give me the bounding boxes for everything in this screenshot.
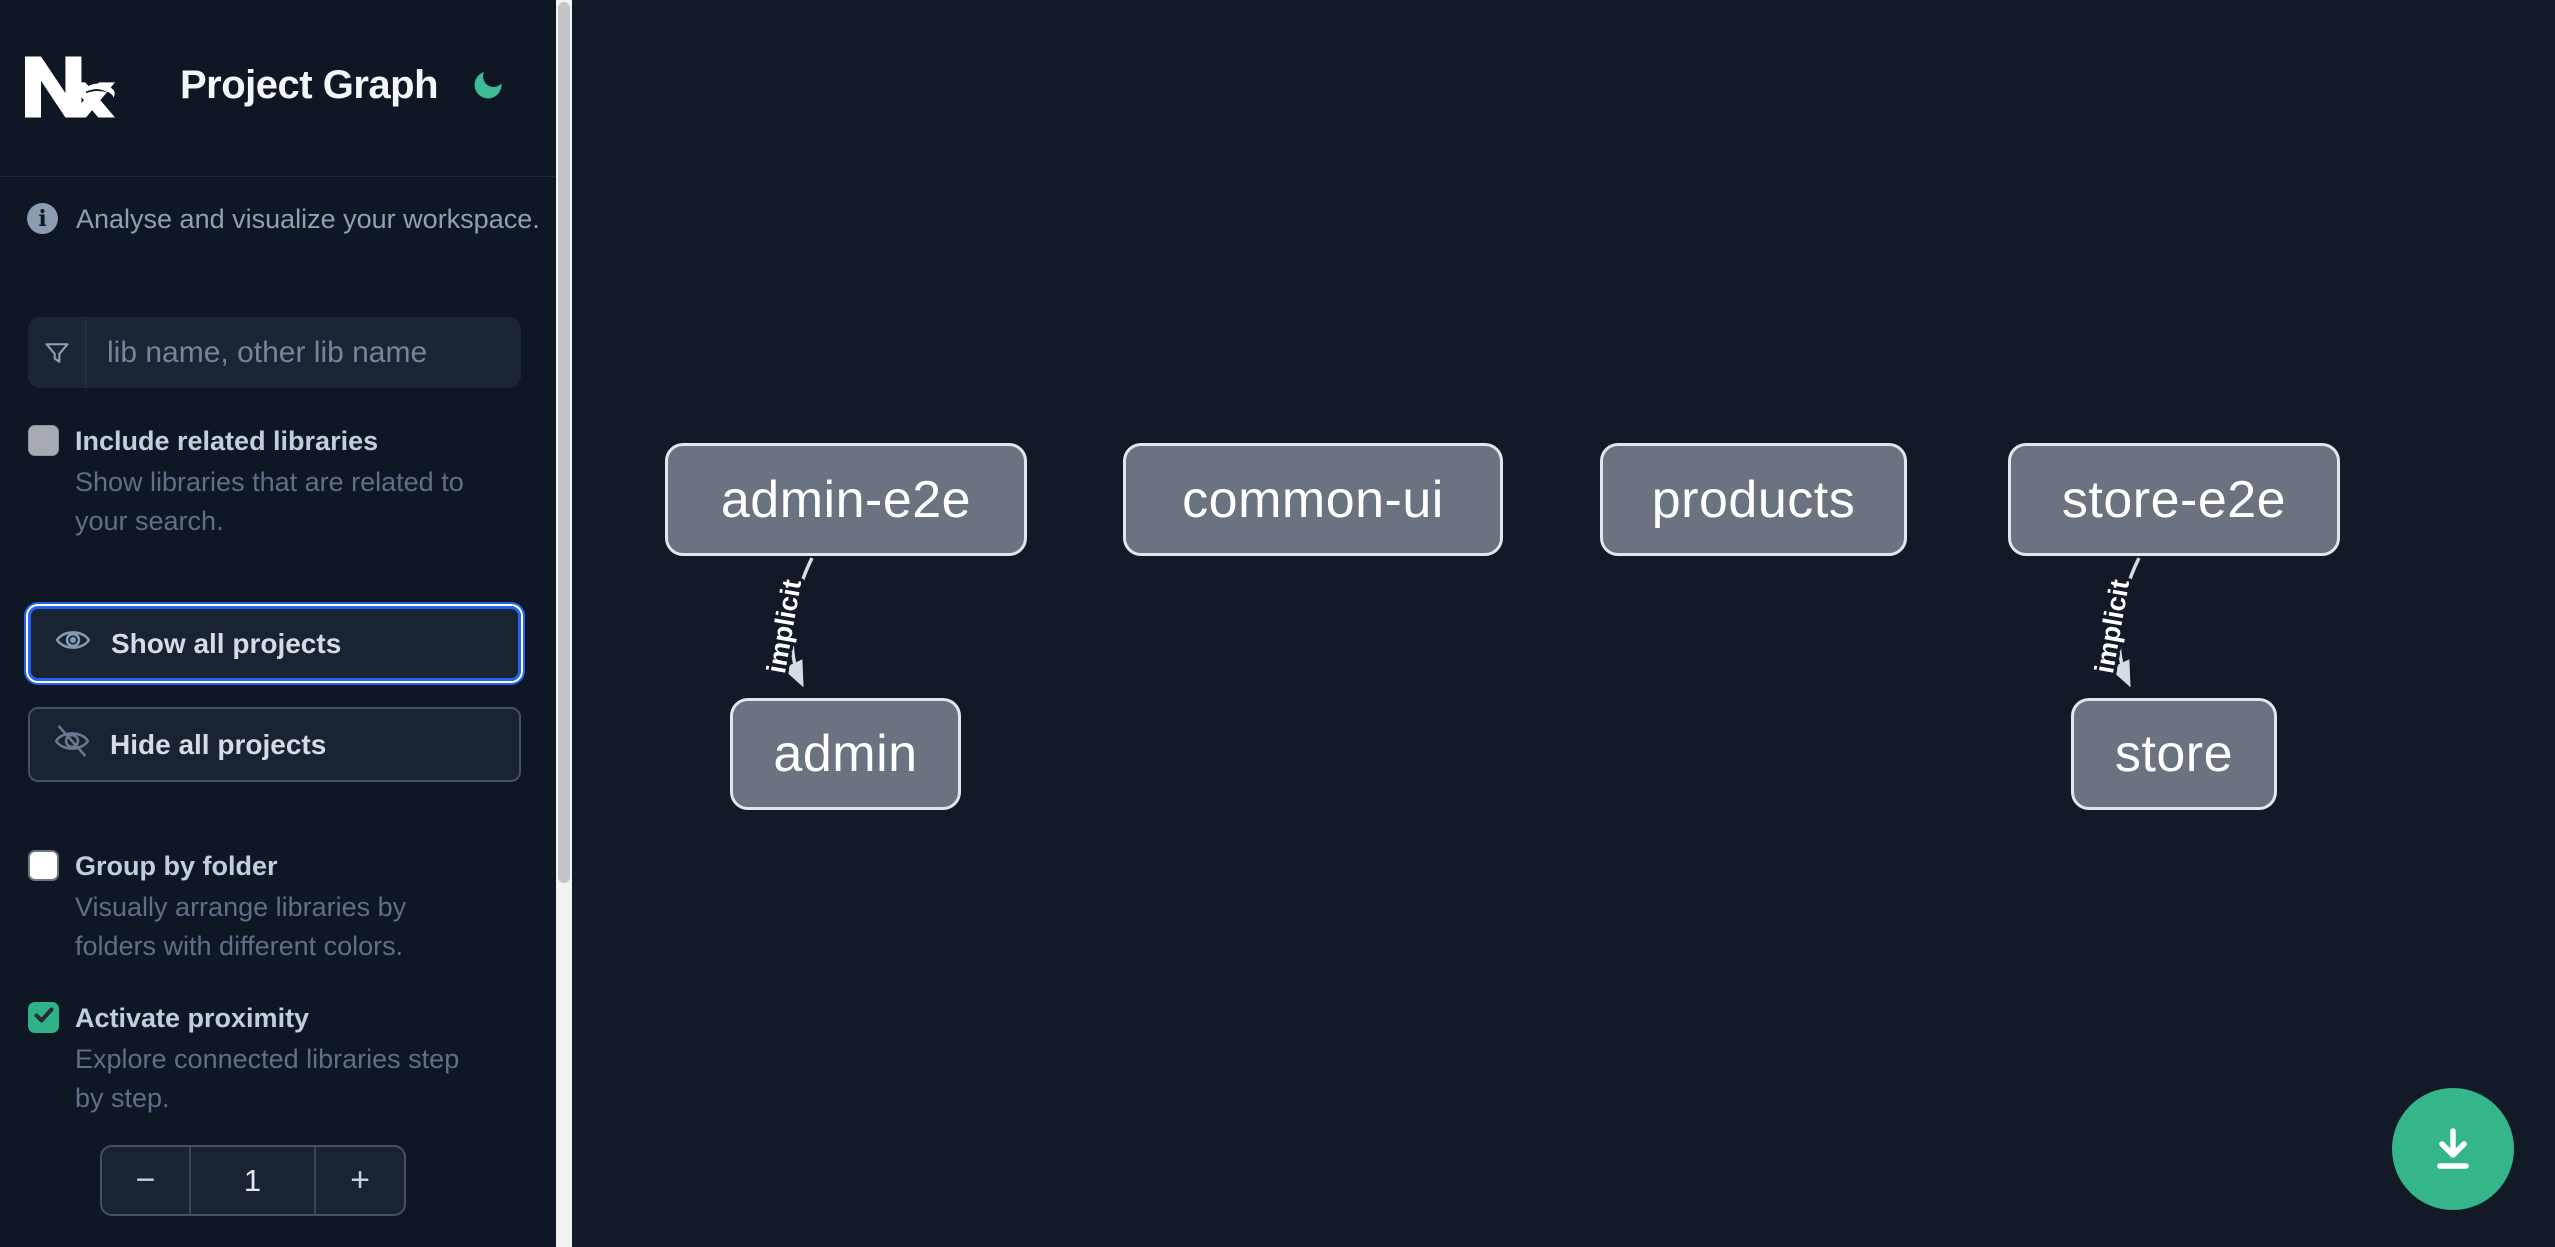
include-related-description: Show libraries that are related to your … <box>75 467 464 536</box>
download-icon <box>2427 1122 2479 1177</box>
option-activate-proximity: Activate proximity Explore connected lib… <box>28 1001 521 1118</box>
option-include-related: Include related libraries Show libraries… <box>28 424 521 541</box>
search-box <box>28 317 521 388</box>
intro-text: Analyse and visualize your workspace. <box>76 204 540 234</box>
search-input[interactable] <box>87 317 507 388</box>
info-icon: i <box>27 203 58 234</box>
node-store[interactable]: store <box>2071 698 2277 810</box>
edge-store-e2e-to-store <box>2109 557 2141 688</box>
activate-proximity-label[interactable]: Activate proximity <box>75 1003 310 1033</box>
node-store-e2e[interactable]: store-e2e <box>2008 443 2340 556</box>
edge-admin-e2e-to-admin <box>782 557 814 688</box>
edge-label-implicit: implicit <box>761 577 807 675</box>
theme-toggle-button[interactable] <box>466 64 510 108</box>
eye-icon <box>55 622 91 665</box>
page-title: Project Graph <box>180 63 439 107</box>
proximity-value: 1 <box>189 1147 316 1214</box>
graph-edges-layer: implicit implicit <box>758 557 2141 688</box>
include-related-checkbox[interactable] <box>28 425 59 456</box>
node-admin[interactable]: admin <box>730 698 961 810</box>
group-by-folder-checkbox[interactable] <box>28 850 59 881</box>
sidebar-header: Project Graph <box>0 0 556 177</box>
node-common-ui[interactable]: common-ui <box>1123 443 1503 556</box>
proximity-increment-button[interactable]: + <box>316 1147 404 1214</box>
filter-funnel-icon <box>28 317 86 388</box>
node-admin-e2e[interactable]: admin-e2e <box>665 443 1027 556</box>
download-graph-button[interactable] <box>2392 1088 2514 1210</box>
project-graph-canvas[interactable]: implicit implicit admin-e2e common-ui pr… <box>572 0 2555 1247</box>
activate-proximity-description: Explore connected libraries step by step… <box>75 1044 460 1113</box>
node-products[interactable]: products <box>1600 443 1907 556</box>
moon-icon <box>470 71 506 106</box>
eye-off-icon <box>54 723 90 766</box>
checkmark-icon <box>32 1003 56 1032</box>
group-by-folder-description: Visually arrange libraries by folders wi… <box>75 892 407 961</box>
include-related-label[interactable]: Include related libraries <box>75 426 379 456</box>
show-all-projects-label: Show all projects <box>111 627 342 659</box>
option-group-by-folder: Group by folder Visually arrange librari… <box>28 849 521 966</box>
proximity-decrement-button[interactable]: − <box>102 1147 189 1214</box>
sidebar: Project Graph i Analyse and visualize yo… <box>0 0 556 1247</box>
nx-logo-icon <box>25 56 115 118</box>
group-by-folder-label[interactable]: Group by folder <box>75 851 278 881</box>
activate-proximity-checkbox[interactable] <box>28 1002 59 1033</box>
proximity-stepper: − 1 + <box>100 1145 406 1216</box>
hide-all-projects-label: Hide all projects <box>110 728 327 760</box>
hide-all-projects-button[interactable]: Hide all projects <box>28 707 521 782</box>
sidebar-scrollbar-thumb[interactable] <box>558 2 570 883</box>
show-all-projects-button[interactable]: Show all projects <box>28 606 521 681</box>
edge-label-implicit: implicit <box>2089 577 2135 675</box>
